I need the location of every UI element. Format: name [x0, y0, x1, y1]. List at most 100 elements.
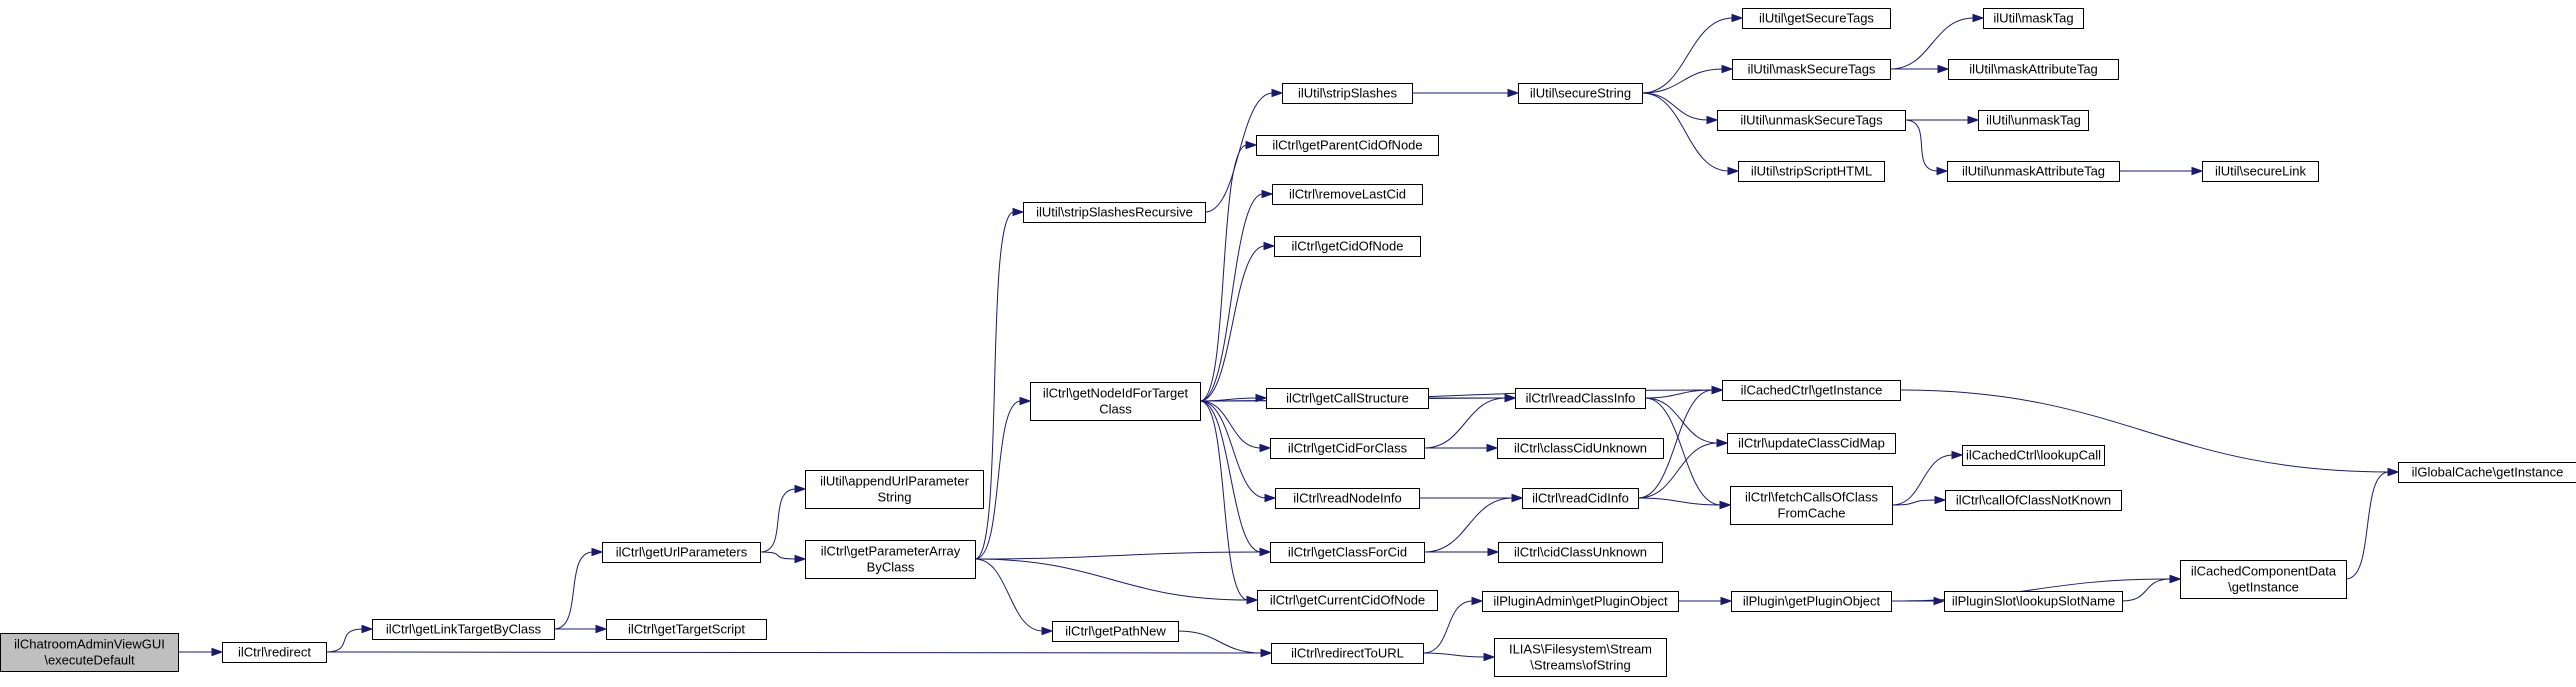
node-mask-secure-tags[interactable]: ilUtil\maskSecureTags	[1732, 59, 1891, 80]
node-box	[1052, 621, 1179, 642]
node-box	[1497, 438, 1664, 459]
edge-line	[1644, 397, 1719, 444]
node-label: ilCtrl\getLinkTargetByClass	[386, 622, 542, 637]
edge-strip-slashes-to-secure-string	[1412, 88, 1520, 98]
edge-arrowhead	[1260, 648, 1273, 658]
edge-fetch-calls-of-class-from-cache-to-lookup-call	[1891, 450, 1964, 506]
edge-line	[1199, 245, 1266, 402]
edge-arrowhead	[1259, 443, 1272, 453]
node-cached-component-data-get-instance[interactable]: ilCachedComponentData\getInstance	[2180, 560, 2347, 599]
edge-arrowhead	[595, 624, 608, 634]
edge-arrowhead	[1511, 493, 1524, 503]
node-get-url-parameters[interactable]: ilCtrl\getUrlParameters	[602, 542, 761, 563]
edge-line	[1644, 397, 1722, 506]
edge-arrowhead	[361, 624, 374, 634]
node-get-cid-for-class[interactable]: ilCtrl\getCidForClass	[1270, 438, 1425, 459]
node-root[interactable]: ilChatroomAdminViewGUI\executeDefault	[0, 633, 179, 672]
edge-line	[1199, 400, 1249, 601]
node-remove-last-cid[interactable]: ilCtrl\removeLastCid	[1272, 184, 1423, 205]
edge-get-node-id-for-target-class-to-remove-last-cid	[1199, 189, 1274, 402]
node-read-node-info[interactable]: ilCtrl\readNodeInfo	[1275, 488, 1420, 509]
node-strip-script-html[interactable]: ilUtil\stripScriptHTML	[1738, 161, 1885, 182]
edge-redirect-to-url-to-of-string	[1422, 652, 1496, 662]
node-get-call-structure[interactable]: ilCtrl\getCallStructure	[1266, 388, 1429, 409]
edge-mask-secure-tags-to-mask-attribute-tag	[1890, 64, 1950, 74]
edge-line	[1199, 400, 1262, 553]
node-get-path-new[interactable]: ilCtrl\getPathNew	[1052, 621, 1179, 642]
edge-arrowhead	[1271, 88, 1284, 98]
node-get-secure-tags[interactable]: ilUtil\getSecureTags	[1742, 8, 1891, 29]
node-strip-slashes-recursive[interactable]: ilUtil\stripSlashesRecursive	[1023, 202, 1206, 223]
node-lookup-slot-name[interactable]: ilPluginSlot\lookupSlotName	[1944, 591, 2123, 612]
node-update-class-cid-map[interactable]: ilCtrl\updateClassCidMap	[1727, 433, 1896, 454]
node-mask-tag[interactable]: ilUtil\maskTag	[1983, 8, 2084, 29]
node-secure-link[interactable]: ilUtil\secureLink	[2202, 161, 2319, 182]
node-secure-string[interactable]: ilUtil\secureString	[1518, 83, 1643, 104]
node-get-class-for-cid[interactable]: ilCtrl\getClassForCid	[1270, 542, 1425, 563]
edge-lookup-slot-name-to-cached-component-data-get-instance	[2121, 574, 2182, 602]
node-get-target-script[interactable]: ilCtrl\getTargetScript	[606, 619, 767, 640]
node-cached-ctrl-get-instance[interactable]: ilCachedCtrl\getInstance	[1722, 380, 1901, 401]
node-cid-class-unknown[interactable]: ilCtrl\cidClassUnknown	[1498, 542, 1663, 563]
node-get-current-cid-of-node[interactable]: ilCtrl\getCurrentCidOfNode	[1257, 590, 1438, 611]
node-get-link-target-by-class[interactable]: ilCtrl\getLinkTargetByClass	[372, 619, 555, 640]
node-redirect-to-url[interactable]: ilCtrl\redirectToURL	[1271, 643, 1424, 664]
node-box	[1270, 542, 1425, 563]
node-box	[1738, 161, 1885, 182]
node-unmask-attribute-tag[interactable]: ilUtil\unmaskAttributeTag	[1947, 161, 2120, 182]
node-global-cache-get-instance[interactable]: ilGlobalCache\getInstance	[2398, 462, 2576, 483]
node-box	[2202, 161, 2319, 182]
edge-line	[1637, 497, 1722, 506]
node-label: ilUtil\stripScriptHTML	[1751, 164, 1872, 179]
node-get-cid-of-node[interactable]: ilCtrl\getCidOfNode	[1274, 236, 1421, 257]
node-call-of-class-not-known[interactable]: ilCtrl\callOfClassNotKnown	[1945, 490, 2122, 511]
node-box	[602, 542, 761, 563]
node-label: ilUtil\unmaskTag	[1986, 113, 2081, 128]
node-label: ByClass	[867, 560, 915, 575]
edge-line	[325, 628, 364, 653]
edge-arrowhead	[1264, 493, 1277, 503]
node-box	[1270, 438, 1425, 459]
node-strip-slashes[interactable]: ilUtil\stripSlashes	[1282, 83, 1413, 104]
node-label: ilCtrl\getCidForClass	[1288, 441, 1408, 456]
node-label: ilUtil\maskAttributeTag	[1969, 62, 2098, 77]
node-box	[1727, 433, 1896, 454]
edge-arrowhead	[1504, 393, 1517, 403]
edge-line	[1177, 630, 1263, 654]
node-box	[1515, 388, 1646, 409]
node-read-cid-info[interactable]: ilCtrl\readCidInfo	[1522, 488, 1639, 509]
node-redirect[interactable]: ilCtrl\redirect	[222, 642, 327, 663]
edge-get-node-id-for-target-class-to-read-node-info	[1199, 400, 1277, 503]
node-get-plugin-object[interactable]: ilPlugin\getPluginObject	[1731, 591, 1892, 612]
node-box	[805, 540, 976, 579]
node-unmask-tag[interactable]: ilUtil\unmaskTag	[1978, 110, 2089, 131]
edge-arrowhead	[591, 547, 604, 557]
edge-get-node-id-for-target-class-to-get-parent-cid-of-node	[1199, 140, 1258, 402]
edge-mask-secure-tags-to-mask-tag	[1889, 13, 1985, 70]
node-get-parent-cid-of-node[interactable]: ilCtrl\getParentCidOfNode	[1256, 135, 1439, 156]
node-label: ilChatroomAdminViewGUI	[14, 637, 165, 652]
node-label: ilCtrl\readCidInfo	[1532, 491, 1629, 506]
edge-get-node-id-for-target-class-to-get-current-cid-of-node	[1199, 400, 1259, 605]
node-label: ilUtil\secureString	[1530, 86, 1631, 101]
node-read-class-info[interactable]: ilCtrl\readClassInfo	[1515, 388, 1646, 409]
node-mask-attribute-tag[interactable]: ilUtil\maskAttributeTag	[1948, 59, 2119, 80]
node-label: ilCachedCtrl\lookupCall	[1966, 448, 2101, 463]
node-class-cid-unknown[interactable]: ilCtrl\classCidUnknown	[1497, 438, 1664, 459]
node-unmask-secure-tags[interactable]: ilUtil\unmaskSecureTags	[1717, 110, 1906, 131]
node-label: ilCachedCtrl\getInstance	[1741, 383, 1883, 398]
node-of-string[interactable]: ILIAS\Filesystem\Stream\Streams\ofString	[1494, 638, 1667, 677]
edge-arrowhead	[794, 554, 807, 564]
edge-arrowhead	[1486, 443, 1499, 453]
edge-line	[974, 551, 1262, 560]
node-lookup-call[interactable]: ilCachedCtrl\lookupCall	[1962, 445, 2105, 466]
node-get-plugin-object-admin[interactable]: ilPluginAdmin\getPluginObject	[1482, 591, 1679, 612]
node-box	[1948, 59, 2119, 80]
node-box	[1717, 110, 1906, 131]
node-label: ilCtrl\classCidUnknown	[1514, 441, 1647, 456]
node-label: ilGlobalCache\getInstance	[2412, 465, 2564, 480]
